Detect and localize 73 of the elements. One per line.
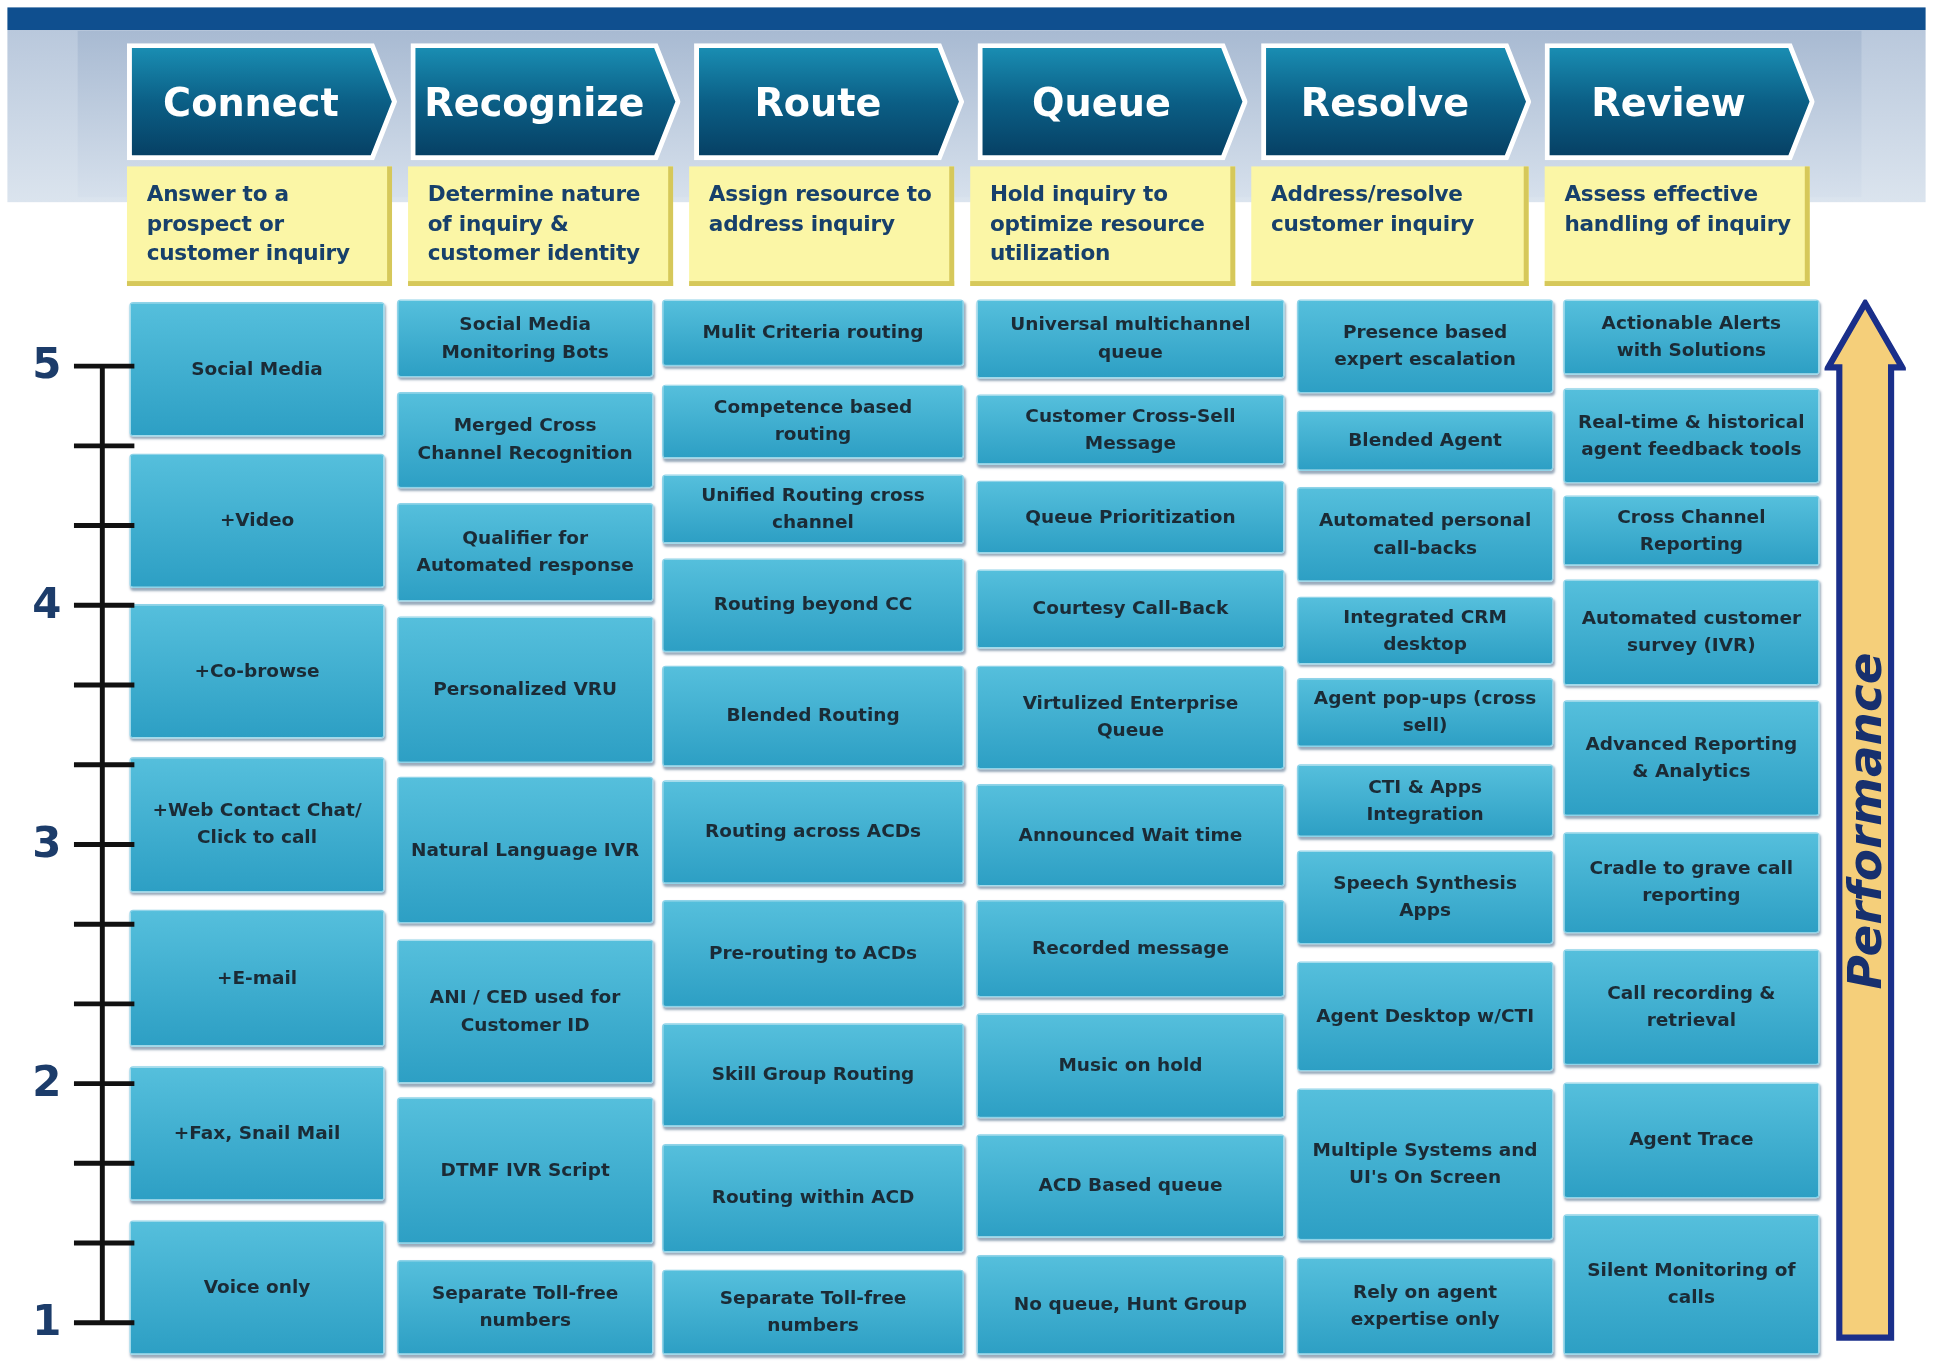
capability-tile: Separate Toll-free numbers [662,1269,965,1355]
capability-tile: +Co-browse [129,604,385,739]
capability-tile: Agent Trace [1563,1082,1820,1199]
capability-tile: Courtesy Call-Back [976,569,1285,649]
capability-tile: Unified Routing cross channel [662,474,965,544]
capability-tile: Recorded message [976,899,1285,998]
capability-tile: Universal multichannel queue [976,299,1285,379]
capability-tile: Competence based routing [662,384,965,459]
capability-tile: No queue, Hunt Group [976,1254,1285,1355]
capability-tile: Customer Cross-Sell Message [976,394,1285,465]
chevron-header: Route [694,43,965,161]
description-note: Assess effective handling of inquiry [1544,166,1810,286]
capability-tile: Agent pop-ups (cross sell) [1296,678,1554,748]
capability-tile: Virtulized Enterprise Queue [976,665,1285,770]
description-note: Assign resource to address inquiry [689,166,955,286]
description-note: Answer to a prospect or customer inquiry [127,166,392,286]
capability-tile: Announced Wait time [976,784,1285,887]
capability-tile: Social Media [129,302,385,437]
description-note: Hold inquiry to optimize resource utilization [970,166,1236,286]
performance-arrow [1824,299,1906,1342]
capability-tile: Silent Monitoring of calls [1563,1214,1820,1355]
capability-tile: Routing beyond CC [662,558,965,653]
capability-tile: Speech Synthesis Apps [1296,850,1554,945]
capability-tile: Call recording & retrieval [1563,949,1820,1066]
capability-tile: Pre-routing to ACDs [662,899,965,1008]
capability-tile: +Video [129,453,385,589]
scale-number: 2 [31,1056,63,1108]
capability-tile: ACD Based queue [976,1134,1285,1238]
scale-number: 4 [31,578,63,630]
capability-tile: Music on hold [976,1013,1285,1119]
capability-tile: Mulit Criteria routing [662,299,965,367]
capability-tile: Advanced Reporting & Analytics [1563,700,1820,817]
scale-number: 3 [31,817,63,869]
capability-tile: Actionable Alerts with Solutions [1563,299,1820,375]
description-note: Address/resolve customer inquiry [1251,166,1529,286]
capability-tile: Blended Agent [1296,410,1554,471]
chevron-header: Resolve [1261,43,1532,161]
chevron-header: Recognize [410,43,681,161]
capability-tile: ANI / CED used for Customer ID [396,939,654,1084]
capability-tile: Social Media Monitoring Bots [396,299,654,378]
capability-tile: Presence based expert escalation [1296,299,1554,394]
description-note: Determine nature of inquiry & customer identity [408,166,674,286]
capability-tile: Automated personal call-backs [1296,486,1554,582]
capability-tile: Multiple Systems and UI's On Screen [1296,1088,1554,1241]
capability-tile: Natural Language IVR [396,776,654,924]
capability-tile: Merged Cross Channel Recognition [396,392,654,489]
capability-tile: Rely on agent expertise only [1296,1257,1554,1355]
capability-tile: Automated customer survey (IVR) [1563,579,1820,686]
capability-tile: DTMF IVR Script [396,1097,654,1244]
capability-tile: Routing across ACDs [662,780,965,884]
capability-tile: Routing within ACD [662,1144,965,1253]
capability-tile: +Web Contact Chat/ Click to call [129,756,385,893]
capability-tile: Voice only [129,1220,385,1355]
capability-tile: Cross Channel Reporting [1563,495,1820,566]
capability-tile: Blended Routing [662,665,965,767]
capability-tile: Queue Prioritization [976,480,1285,554]
capability-tile: +Fax, Snail Mail [129,1066,385,1201]
capability-tile: Agent Desktop w/CTI [1296,961,1554,1072]
chevron-header: Queue [977,43,1248,161]
capability-tile: Real-time & historical agent feedback tools [1563,388,1820,484]
chevron-header: Connect [127,43,397,161]
chevron-header: Review [1544,43,1815,161]
axis-title: Performance [1838,651,1893,989]
capability-tile: Qualifier for Automated response [396,502,654,602]
capability-tile: Cradle to grave call reporting [1563,832,1820,934]
capability-tile: Separate Toll-free numbers [396,1259,654,1355]
scale-number: 1 [31,1295,63,1347]
capability-tile: Integrated CRM desktop [1296,596,1554,665]
capability-tile: Personalized VRU [396,616,654,764]
capability-tile: Skill Group Routing [662,1023,965,1127]
capability-tile: +E-mail [129,909,385,1047]
capability-tile: CTI & Apps Integration [1296,764,1554,838]
scale-number: 5 [31,339,63,391]
